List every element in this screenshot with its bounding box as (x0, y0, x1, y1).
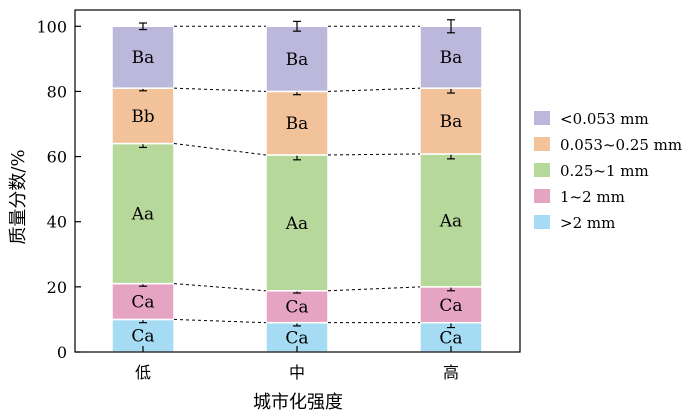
segment-label: Ca (439, 296, 462, 316)
bar-segment (419, 286, 483, 324)
bar-segment (265, 90, 329, 156)
segment-label: Ca (285, 298, 308, 318)
legend-label: 0.053~0.25 mm (560, 136, 682, 154)
plot-area: CaCaAaBbBaCaCaAaBaBaCaCaAaBaBa0204060801… (36, 9, 521, 382)
y-tick-label: 40 (47, 213, 67, 232)
x-tick-label: 中 (289, 363, 305, 382)
y-axis-title: 质量分数/% (8, 149, 29, 244)
bar-segment (265, 154, 329, 292)
connector-line (173, 283, 267, 292)
connector-line (327, 87, 421, 92)
segment-label: Ca (131, 293, 154, 313)
connector-line (173, 87, 267, 92)
y-tick-label: 0 (57, 343, 67, 362)
segment-label: Ba (132, 48, 155, 68)
connector-line (173, 143, 267, 156)
legend-label: <0.053 mm (560, 110, 649, 128)
legend-label: 1~2 mm (560, 188, 625, 206)
y-tick-label: 80 (47, 82, 67, 101)
connector-line (327, 286, 421, 292)
segment-label: Ba (440, 48, 463, 68)
connector-line (327, 153, 421, 156)
legend-swatch (534, 215, 550, 229)
bar-segment (265, 25, 329, 93)
legend: <0.053 mm 0.053~0.25 mm 0.25~1 mm 1~2 mm >2 … (534, 110, 682, 232)
legend-swatch (534, 111, 550, 125)
segment-label: Aa (285, 214, 308, 234)
bar-segment (111, 87, 175, 145)
y-tick-label: 60 (47, 148, 67, 167)
bar-segment (419, 87, 483, 155)
segment-label: Ba (440, 112, 463, 132)
legend-label: 0.25~1 mm (560, 162, 649, 180)
segment-label: Ca (131, 327, 154, 347)
segment-label: Bb (131, 107, 154, 127)
segment-label: Aa (439, 211, 462, 231)
segment-label: Ba (286, 50, 309, 70)
y-tick-label: 20 (47, 278, 67, 297)
segment-label: Ba (286, 114, 309, 134)
legend-swatch (534, 137, 550, 151)
legend-label: >2 mm (560, 214, 615, 232)
segment-label: Ca (439, 328, 462, 348)
bar-segment (111, 25, 175, 89)
legend-swatch (534, 189, 550, 203)
bar-segment (111, 142, 175, 285)
bar-segment (419, 25, 483, 89)
segment-label: Ca (285, 328, 308, 348)
legend-swatch (534, 163, 550, 177)
segment-label: Aa (131, 205, 154, 225)
bar-segment (265, 290, 329, 324)
x-tick-label: 低 (135, 363, 151, 382)
connector-line (173, 318, 267, 324)
y-tick-label: 100 (36, 17, 67, 36)
x-axis-title: 城市化强度 (253, 392, 343, 413)
x-tick-label: 高 (443, 363, 459, 382)
